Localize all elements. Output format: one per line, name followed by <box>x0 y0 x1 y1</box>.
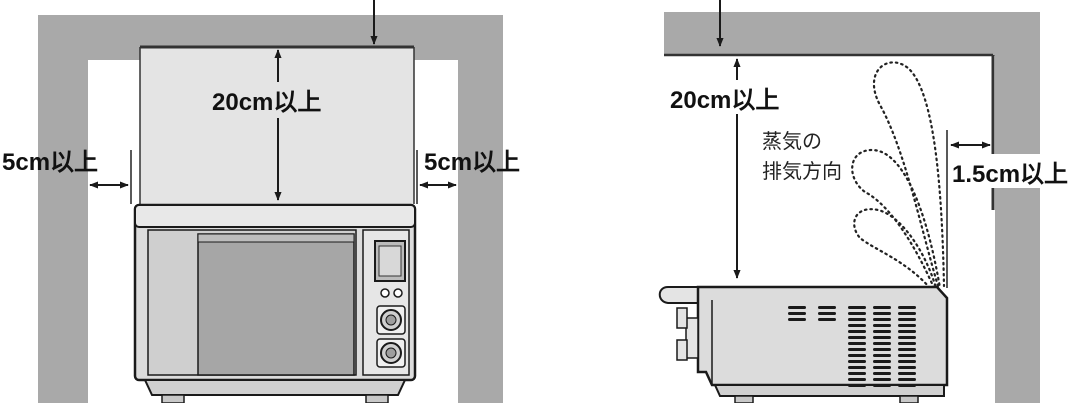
vent-slot <box>848 318 866 321</box>
front-wall <box>38 15 503 403</box>
vent-slot <box>873 378 891 381</box>
vent-slot <box>818 312 836 315</box>
side-top-clearance-label: 20cm以上 <box>670 87 779 114</box>
front-door-window <box>197 233 355 376</box>
vent-slot <box>873 342 891 345</box>
vent-slot <box>898 306 916 309</box>
front-view: 20cm以上 5cm以上 5cm以上 <box>2 0 520 404</box>
vent-slot <box>873 336 891 339</box>
vent-slot <box>848 348 866 351</box>
vent-slot <box>898 336 916 339</box>
vent-slot <box>898 342 916 345</box>
side-view: 20cm以上 蒸気の 排気方向 1.5cm以上 <box>658 0 1086 404</box>
vent-slot <box>898 360 916 363</box>
steam-label-line1: 蒸気の <box>762 130 822 153</box>
knob-side-lower <box>676 339 688 361</box>
vent-slot <box>898 324 916 327</box>
front-top-clearance-label: 20cm以上 <box>212 89 321 116</box>
vent-slot <box>848 330 866 333</box>
vent-slot <box>848 354 866 357</box>
rear-clearance-label: 1.5cm以上 <box>952 161 1068 188</box>
vent-slot <box>873 348 891 351</box>
vent-slot <box>848 378 866 381</box>
steam-label-line2: 排気方向 <box>762 160 842 183</box>
vent-slot <box>898 384 916 387</box>
side-appliance-top-lip <box>658 286 699 304</box>
small-button-right <box>393 288 403 298</box>
vent-slot <box>873 330 891 333</box>
small-button-left <box>380 288 390 298</box>
vent-slot <box>873 318 891 321</box>
side-appliance-base <box>713 384 945 397</box>
vent-slot <box>848 342 866 345</box>
front-appliance-base <box>143 379 407 396</box>
vent-slot <box>873 360 891 363</box>
vent-slot <box>848 366 866 369</box>
side-wall <box>664 12 1040 403</box>
vent-slot <box>898 318 916 321</box>
vent-slot <box>873 372 891 375</box>
vent-slot <box>848 306 866 309</box>
vent-slot <box>848 324 866 327</box>
vent-slot <box>873 354 891 357</box>
vent-slot <box>873 366 891 369</box>
vent-slot <box>848 384 866 387</box>
front-appliance <box>133 203 417 404</box>
front-appliance-top-panel <box>134 204 416 228</box>
vent-slot <box>898 354 916 357</box>
side-appliance <box>658 285 949 404</box>
steam-plumes <box>851 61 946 290</box>
front-left-clearance-label: 5cm以上 <box>2 149 98 176</box>
vent-slot <box>848 336 866 339</box>
vent-slot <box>898 312 916 315</box>
vent-slot <box>848 312 866 315</box>
vent-slot <box>818 318 836 321</box>
vent-slot <box>788 318 806 321</box>
vent-slot <box>848 372 866 375</box>
front-right-clearance-label: 5cm以上 <box>424 149 520 176</box>
vent-slot <box>898 366 916 369</box>
vent-slot <box>818 306 836 309</box>
vent-slot <box>873 324 891 327</box>
vent-slot <box>898 330 916 333</box>
vent-slot <box>898 372 916 375</box>
vent-slot <box>873 312 891 315</box>
vent-slot <box>873 384 891 387</box>
vent-slots <box>788 306 916 387</box>
vent-slot <box>848 360 866 363</box>
knob-side-upper <box>676 307 688 329</box>
vent-slot <box>788 306 806 309</box>
vent-slot <box>898 378 916 381</box>
vent-slot <box>898 348 916 351</box>
door-edge <box>685 317 699 359</box>
vent-slot <box>788 312 806 315</box>
vent-slot <box>873 306 891 309</box>
